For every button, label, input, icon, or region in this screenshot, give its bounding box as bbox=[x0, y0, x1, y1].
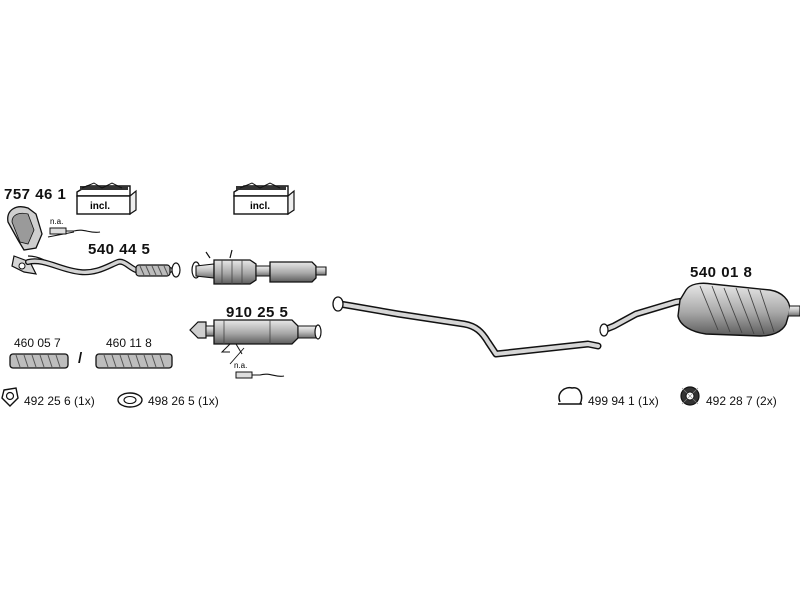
intermediate-pipe bbox=[332, 296, 602, 358]
kit-box-2 bbox=[233, 182, 295, 216]
front-pipe-part bbox=[25, 258, 181, 278]
gasket-ring-icon bbox=[1, 387, 19, 407]
lambda-sensor-2 bbox=[229, 347, 285, 379]
kit-box-1 bbox=[76, 182, 137, 216]
hardware-label-4: 492 28 7 (2x) bbox=[706, 394, 777, 408]
flex-pipe-b bbox=[95, 353, 173, 369]
rear-silencer-part bbox=[599, 282, 800, 337]
rubber-mount-icon bbox=[680, 386, 700, 406]
lambda-sensor-2-na: n.a. bbox=[234, 361, 247, 370]
part-number-manifold: 757 46 1 bbox=[4, 186, 67, 203]
hardware-label-2: 498 26 5 (1x) bbox=[148, 394, 219, 408]
kit-box-2-label: incl. bbox=[250, 201, 270, 212]
lambda-sensor-1 bbox=[47, 227, 101, 238]
part-number-rear-silencer: 540 01 8 bbox=[690, 264, 753, 281]
kit-box-1-label: incl. bbox=[90, 201, 110, 212]
exhaust-manifold-part bbox=[7, 206, 70, 275]
part-number-catalyst: 910 25 5 bbox=[226, 304, 289, 321]
oval-gasket-icon bbox=[117, 392, 143, 408]
clamp-icon bbox=[558, 386, 583, 405]
part-number-front-pipe: 540 44 5 bbox=[88, 241, 151, 258]
front-catalyst-section bbox=[191, 249, 327, 285]
catalyst-part bbox=[189, 319, 322, 355]
flex-separator: / bbox=[78, 350, 83, 367]
part-number-flex-a: 460 05 7 bbox=[14, 336, 61, 350]
lambda-sensor-1-na: n.a. bbox=[50, 217, 63, 226]
part-number-flex-b: 460 11 8 bbox=[106, 336, 152, 350]
flex-pipe-a bbox=[9, 353, 69, 369]
hardware-label-1: 492 25 6 (1x) bbox=[24, 394, 95, 408]
hardware-label-3: 499 94 1 (1x) bbox=[588, 394, 659, 408]
